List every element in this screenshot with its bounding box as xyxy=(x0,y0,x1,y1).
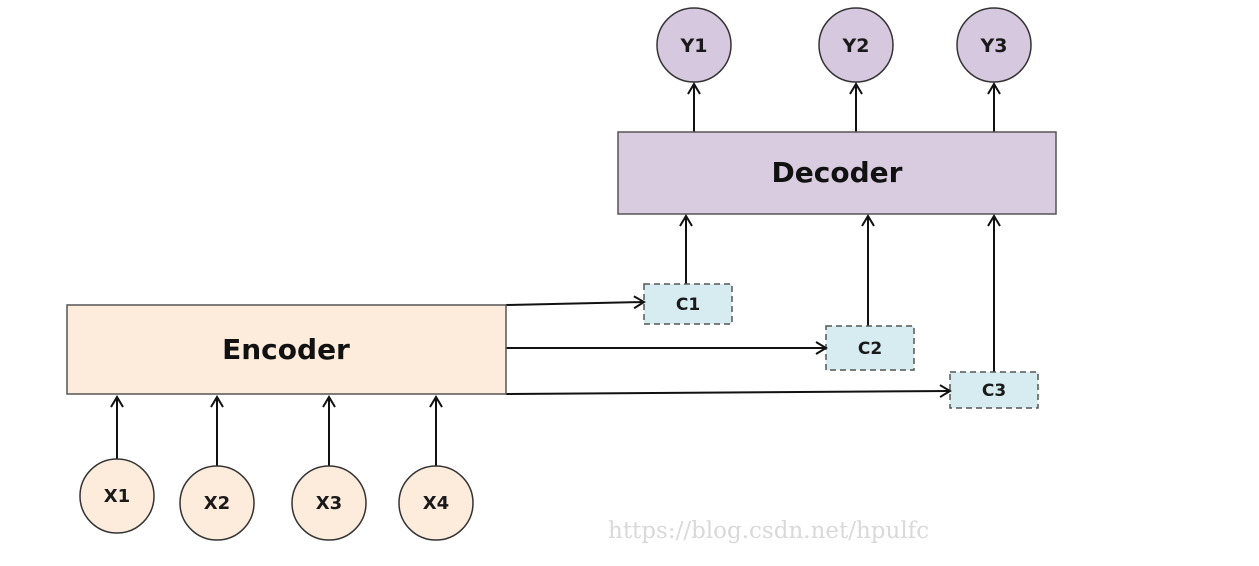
output-node-y3: Y3 xyxy=(956,7,1032,83)
output-node-y1: Y1 xyxy=(656,7,732,83)
encoder-block: Encoder xyxy=(66,304,507,395)
input-node-x2: X2 xyxy=(179,465,255,541)
input-label: X4 xyxy=(423,493,449,514)
input-node-x4: X4 xyxy=(398,465,474,541)
context-c2: C2 xyxy=(825,325,915,371)
arrow-encoder-to-c3 xyxy=(505,384,952,398)
input-node-x3: X3 xyxy=(291,465,367,541)
output-label: Y1 xyxy=(680,35,708,57)
input-label: X2 xyxy=(204,493,230,514)
context-label: C3 xyxy=(982,381,1006,401)
context-label: C1 xyxy=(676,295,700,315)
arrow-encoder-to-c1 xyxy=(505,295,646,310)
context-c1: C1 xyxy=(643,283,733,325)
decoder-block: Decoder xyxy=(617,131,1057,215)
input-node-x1: X1 xyxy=(79,458,155,534)
input-label: X1 xyxy=(104,486,130,507)
encoder-label: Encoder xyxy=(222,333,350,366)
decoder-label: Decoder xyxy=(772,156,903,189)
output-label: Y3 xyxy=(980,35,1008,57)
context-label: C2 xyxy=(858,339,882,359)
output-node-y2: Y2 xyxy=(818,7,894,83)
output-label: Y2 xyxy=(842,35,870,57)
context-c3: C3 xyxy=(949,371,1039,409)
input-label: X3 xyxy=(316,493,342,514)
watermark-text: https://blog.csdn.net/hpulfc xyxy=(608,518,929,544)
